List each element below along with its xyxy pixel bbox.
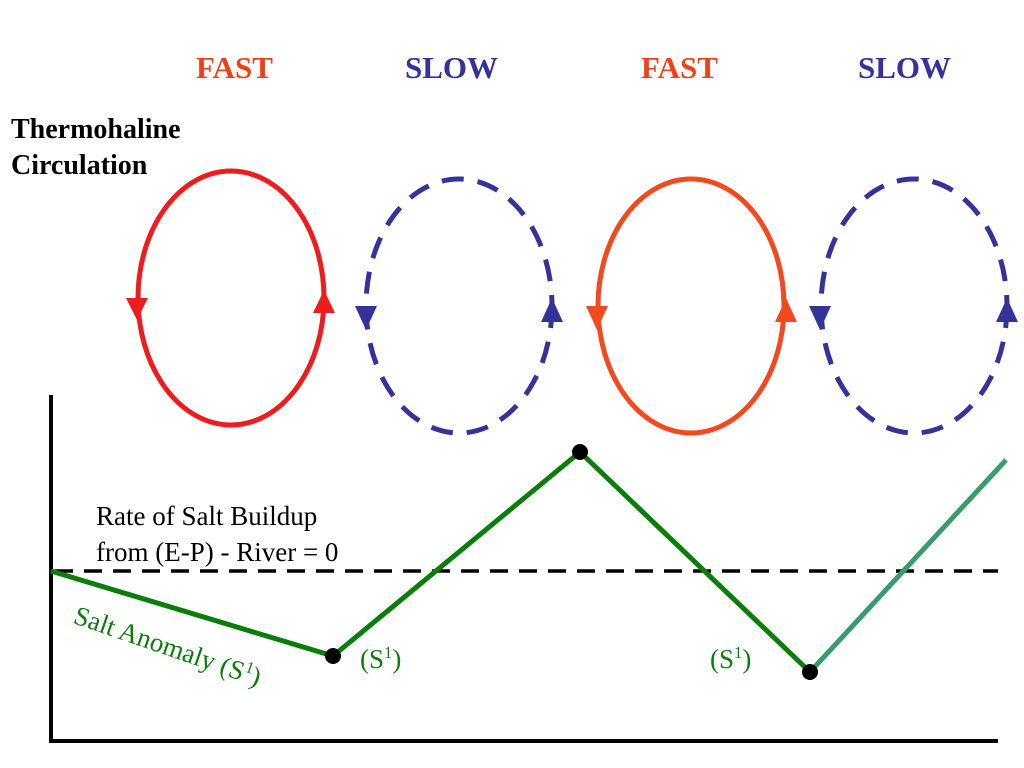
slow-loop-2 — [809, 176, 1018, 436]
diagram-title: Thermohaline Circulation — [11, 112, 181, 184]
point-label-2-sup: 1 — [734, 643, 743, 662]
down-arrow-icon — [586, 306, 608, 330]
down-arrow-icon — [809, 306, 831, 330]
up-arrow-icon — [313, 290, 335, 313]
fast-loop-1 — [126, 168, 335, 428]
point-label-2-close: ) — [742, 644, 752, 674]
threshold-label-line-2: from (E-P) - River = 0 — [96, 537, 339, 567]
salt-anomaly-line — [50, 449, 812, 674]
threshold-label: Rate of Salt Buildup from (E-P) - River … — [96, 498, 338, 570]
fast-loop-2 — [586, 176, 797, 436]
threshold-label-line-1: Rate of Salt Buildup — [96, 501, 318, 531]
point-label-2: (S1) — [710, 644, 751, 675]
title-line-2: Circulation — [11, 150, 148, 181]
point-label-1-close: ) — [392, 644, 402, 674]
up-arrow-icon — [541, 298, 563, 322]
point-label-1-sup: 1 — [384, 643, 393, 662]
up-arrow-icon — [775, 298, 797, 322]
down-arrow-icon — [126, 298, 148, 320]
mode-label-fast-2: FAST — [641, 50, 718, 85]
point-label-2-text: (S — [710, 644, 735, 674]
turning-point-1 — [325, 648, 341, 664]
turning-point-2 — [572, 444, 588, 460]
salt-anomaly-line-last — [808, 458, 1008, 674]
title-line-1: Thermohaline — [11, 114, 181, 145]
slow-loop-1 — [355, 176, 563, 436]
mode-label-fast-1: FAST — [196, 50, 273, 85]
down-arrow-icon — [355, 306, 377, 330]
mode-label-slow-2: SLOW — [858, 50, 952, 85]
up-arrow-icon — [996, 298, 1018, 322]
mode-label-slow-1: SLOW — [405, 50, 499, 85]
point-label-1-text: (S — [360, 644, 385, 674]
point-label-1: (S1) — [360, 644, 401, 675]
turning-point-3 — [802, 664, 818, 680]
